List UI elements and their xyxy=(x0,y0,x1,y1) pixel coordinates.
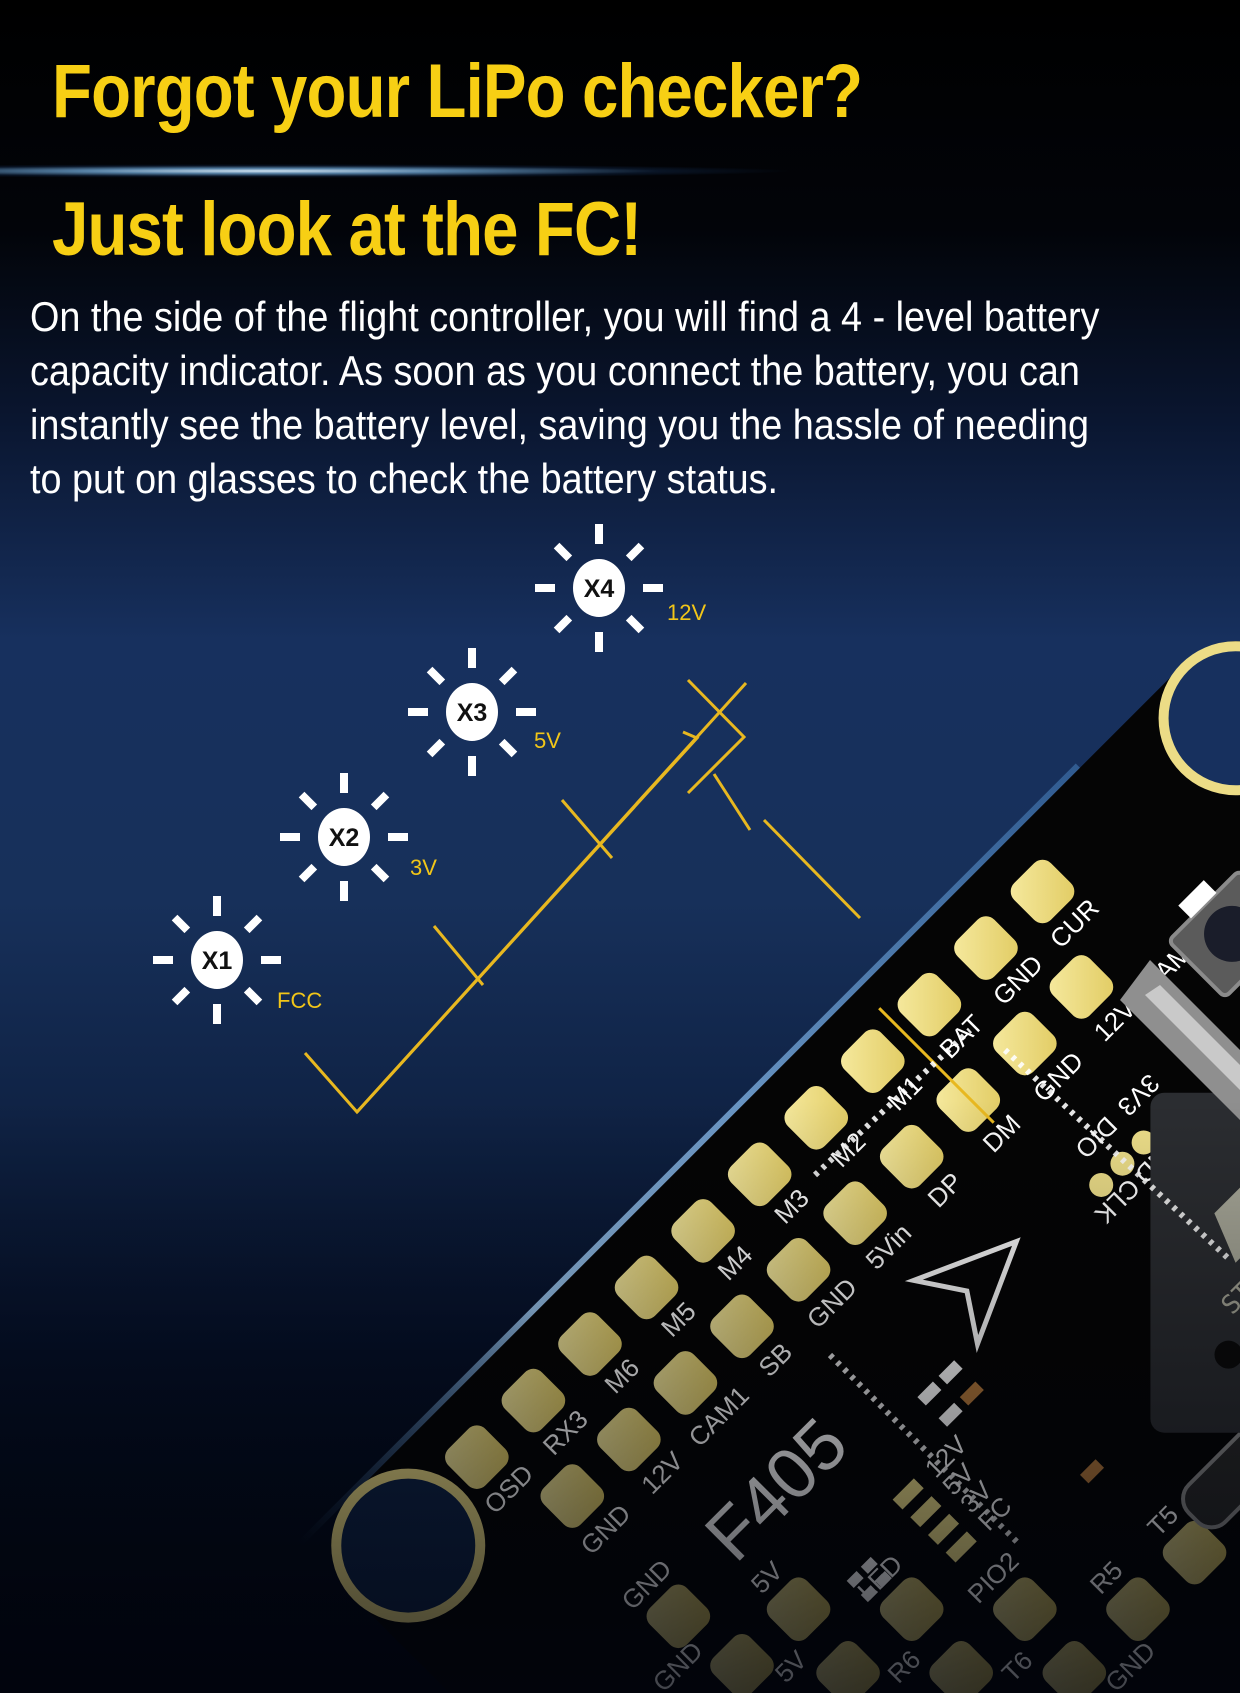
product-illustration: X1 FCC X2 3V X3 5V X4 12V xyxy=(0,0,1240,1693)
bottom-vignette xyxy=(0,0,1240,1693)
